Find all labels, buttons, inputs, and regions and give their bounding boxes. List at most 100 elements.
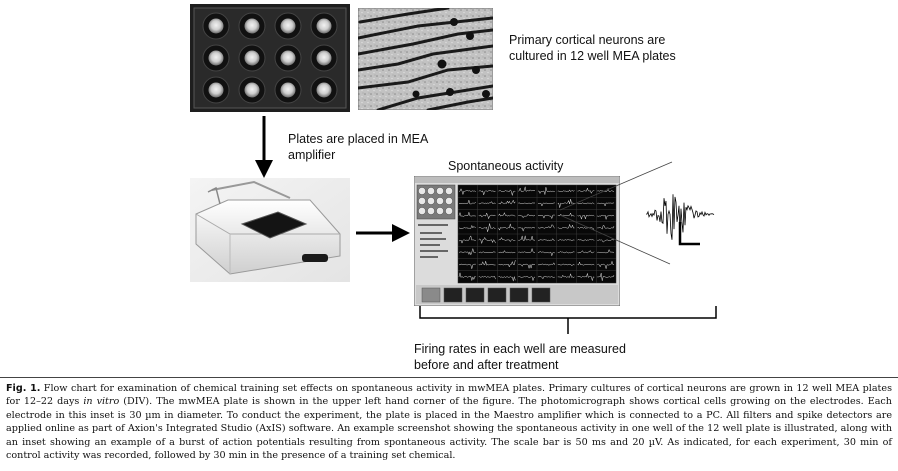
electrode-trace [518,186,536,192]
electrode-trace [597,272,615,281]
mini-well [436,207,444,215]
mini-well [427,187,435,195]
electrode-trace [577,273,595,281]
firing-rates-label-line2: before and after treatment [414,358,559,372]
down-arrow-icon [255,116,273,178]
view-thumbnail [509,287,529,303]
burst-inset-waveform [645,194,715,246]
figure-caption: Fig. 1. Flow chart for examination of ch… [6,382,892,462]
right-arrow-icon [356,224,410,242]
electrode-trace [478,212,496,220]
caption-text-part2: (DIV). The mwMEA plate is shown in the u… [6,396,892,462]
electrode-trace [537,251,555,257]
electrode-trace [577,214,595,220]
electrode-trace [498,250,516,254]
electrode-trace [458,199,476,205]
electrode-trace [557,199,575,208]
electrode-trace [577,187,595,194]
electrode-trace [518,263,536,270]
electrode-trace [577,261,595,266]
electrode-trace [577,202,595,205]
electrode-trace [498,189,516,196]
electrode-trace [478,261,496,266]
electrode-trace [577,226,595,231]
plates-label-line1: Plates are placed in MEA [288,132,429,146]
zoom-connector-lines [560,161,673,265]
electrode-trace [478,251,496,254]
electrode-trace [518,227,536,232]
electrode-trace [458,235,476,244]
electrode-trace [458,272,476,281]
electrode-trace [537,187,555,195]
caption-text-part1: Flow chart for examination of chemical t… [6,383,892,408]
electrode-trace [537,275,555,280]
electrode-trace [498,223,516,231]
electrode-trace [498,276,516,282]
mini-well [445,207,453,215]
electrode-trace [478,190,496,196]
micrograph-image [358,8,493,110]
electrode-trace [537,238,555,242]
electrode-trace [597,187,615,192]
electrode-trace [478,223,496,232]
electrode-trace [458,247,476,256]
mini-well [418,197,426,205]
electrode-trace [557,251,575,254]
mini-well [418,207,426,215]
electrode-trace [498,237,516,243]
electrode-trace [597,239,615,243]
electrode-trace [458,224,476,229]
electrode-trace [557,212,575,217]
view-thumbnail [531,287,551,303]
neurons-label-line1: Primary cortical neurons are [509,33,666,47]
electrode-trace [557,189,575,193]
view-thumbnail [465,287,485,303]
electrode-trace [597,202,615,207]
electrode-trace [498,260,516,268]
electrode-trace [478,236,496,245]
electrode-trace [518,247,536,254]
view-thumbnail [443,287,463,303]
electrode-trace [537,202,555,207]
electrode-trace [537,224,555,229]
electrode-trace [518,213,536,219]
mini-well [445,197,453,205]
electrode-trace [518,235,536,241]
electrode-trace [557,272,575,278]
electrode-trace [597,248,615,254]
mea-amplifier-image [190,178,350,282]
mini-well [427,197,435,205]
electrode-trace [478,201,496,205]
spontaneous-activity-label: Spontaneous activity [448,159,564,173]
mini-well [418,187,426,195]
mini-well [436,187,444,195]
electrode-trace [518,276,536,282]
caption-in-vitro: in vitro [83,396,120,408]
mea-plate-image [190,4,350,112]
electrode-trace [557,239,575,241]
electrode-trace [557,263,575,267]
bracket-brace [419,306,717,334]
scale-bar [678,222,700,246]
electrode-trace [597,225,615,230]
electrode-trace [557,223,575,229]
electrode-trace [577,250,595,254]
firing-rates-label-line1: Firing rates in each well are measured [414,342,626,356]
electrode-trace [518,202,536,205]
plates-label-line2: amplifier [288,148,336,162]
axis-software-screenshot [414,176,620,306]
electrode-trace [478,275,496,280]
mini-well [427,207,435,215]
neurons-label-line2: cultured in 12 well MEA plates [509,49,676,63]
electrode-trace [458,211,476,217]
view-thumbnail [487,287,507,303]
electrode-trace [597,260,614,270]
electrode-trace [537,214,555,220]
electrode-trace [498,199,516,205]
mini-well [445,187,453,195]
mini-well [436,197,444,205]
electrode-trace [458,263,476,269]
caption-figure-label: Fig. 1. [6,383,41,394]
electrode-trace [597,214,615,221]
